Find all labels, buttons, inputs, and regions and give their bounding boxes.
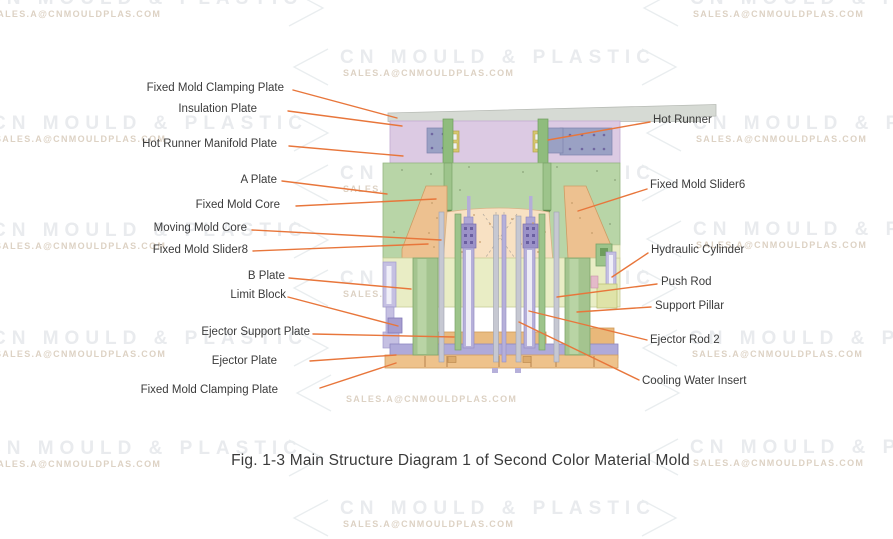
- leader-line: [288, 277, 412, 290]
- leader-line: [556, 283, 658, 298]
- leader-line: [576, 306, 652, 313]
- leader-line: [611, 252, 649, 278]
- leader-line: [295, 198, 437, 207]
- leader-line: [287, 296, 399, 327]
- leader-line: [547, 121, 651, 141]
- leader-line: [251, 229, 442, 241]
- hot-runner-part: [426, 118, 613, 164]
- leader-line: [281, 180, 388, 195]
- leader-line: [518, 321, 640, 381]
- leader-line: [292, 89, 398, 119]
- leader-line: [252, 243, 429, 252]
- support-pillar-part: [412, 257, 591, 356]
- leader-line: [528, 310, 648, 341]
- ejector-rods: [438, 211, 560, 373]
- fixed-mold-clamping-plate-top-part: [387, 104, 717, 122]
- figure-caption: Fig. 1-3 Main Structure Diagram 1 of Sec…: [231, 452, 690, 469]
- leader-line: [309, 354, 397, 362]
- leader-line: [288, 145, 404, 157]
- leader-line: [577, 188, 648, 212]
- leader-line: [319, 362, 397, 389]
- leader-line: [312, 333, 455, 338]
- leader-line: [287, 110, 403, 127]
